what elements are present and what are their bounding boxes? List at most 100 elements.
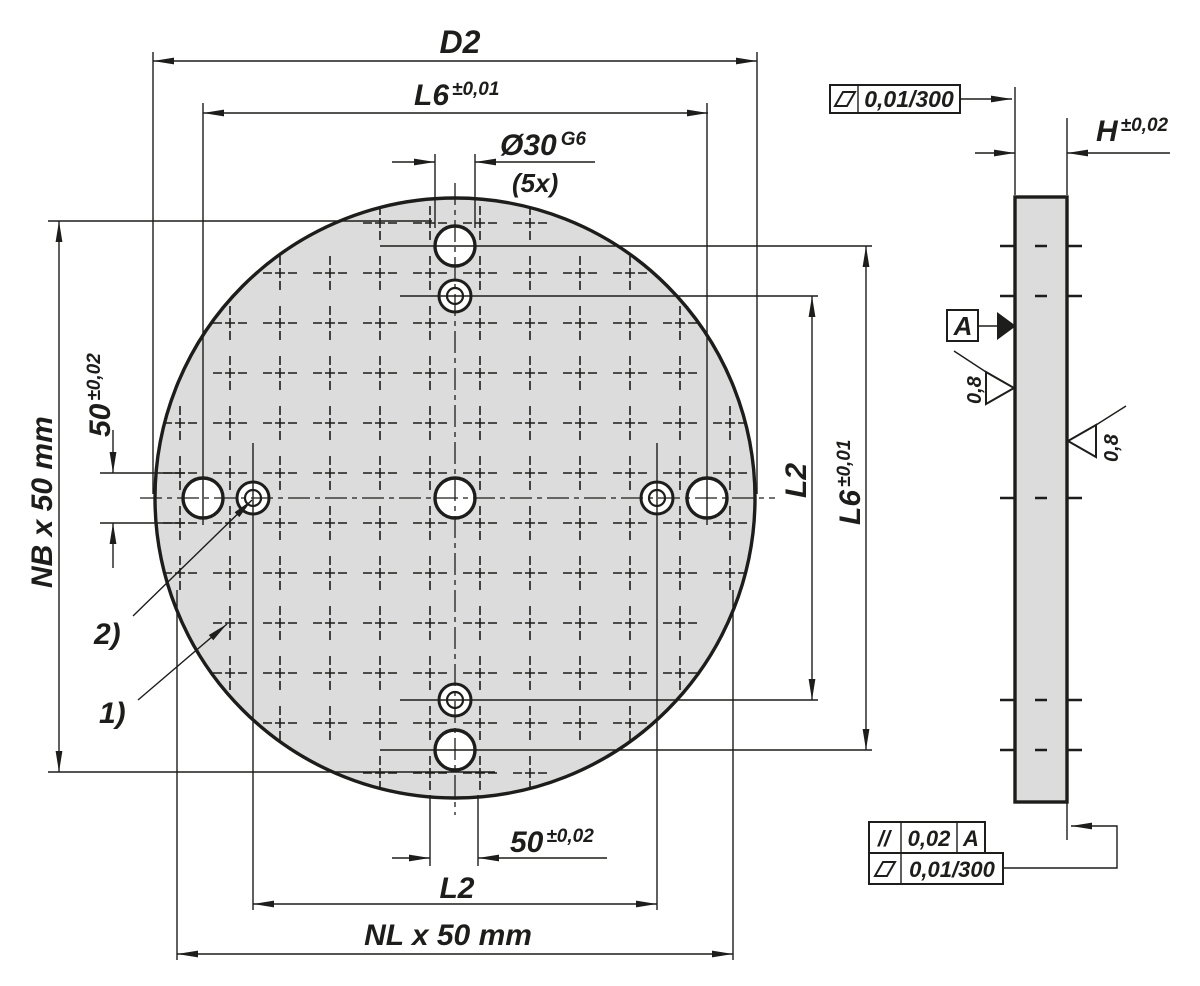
- grid-cross: [513, 756, 547, 790]
- note-1-label: 1): [99, 697, 126, 730]
- bushing-right: [639, 480, 675, 516]
- grid-cross: [213, 556, 247, 590]
- parallelism-icon: //: [877, 826, 893, 851]
- dim-h: H±0,02: [975, 87, 1170, 195]
- grid-cross: [213, 306, 247, 340]
- grid-cross: [263, 256, 297, 290]
- bushing-bottom: [437, 682, 473, 718]
- grid-cross: [613, 356, 647, 390]
- grid-cross: [313, 356, 347, 390]
- grid-cross: [263, 456, 297, 490]
- grid-cross: [413, 756, 447, 790]
- grid-cross: [413, 706, 447, 740]
- grid-cross: [463, 606, 497, 640]
- grid-cross: [213, 406, 247, 440]
- datum-a: A: [946, 309, 1016, 342]
- grid-cross: [663, 406, 697, 440]
- grid-cross: [463, 756, 497, 790]
- grid-cross: [363, 656, 397, 690]
- note-1-leader: [137, 623, 228, 701]
- grid-cross: [363, 406, 397, 440]
- grid-cross: [663, 606, 697, 640]
- side-view: 0,01/300 H±0,02 A 0,8: [829, 84, 1170, 885]
- grid-cross: [313, 456, 347, 490]
- dim-l2-right-label: L2: [780, 463, 813, 498]
- grid-cross: [413, 606, 447, 640]
- dim-h-label: H±0,02: [1096, 115, 1169, 148]
- grid-cross: [563, 706, 597, 740]
- grid-cross: [363, 456, 397, 490]
- flatness-icon: [873, 861, 897, 877]
- grid-cross: [563, 456, 597, 490]
- grid-cross: [363, 306, 397, 340]
- tolerance-leader: [1003, 822, 1118, 869]
- datum-triangle-icon: [997, 312, 1016, 340]
- grid-cross: [463, 456, 497, 490]
- grid-cross: [263, 556, 297, 590]
- grid-cross: [363, 206, 397, 240]
- grid-cross: [213, 456, 247, 490]
- note-2-leader: [132, 499, 253, 617]
- flatness-icon: [833, 91, 857, 107]
- roughness-right-value: 0,8: [1101, 433, 1123, 462]
- grid-cross: [313, 606, 347, 640]
- grid-cross: [513, 706, 547, 740]
- grid-cross: [413, 356, 447, 390]
- grid-cross: [463, 706, 497, 740]
- grid-cross: [563, 656, 597, 690]
- grid-cross: [413, 506, 447, 540]
- grid-cross: [563, 606, 597, 640]
- grid-cross: [463, 306, 497, 340]
- grid-cross: [263, 306, 297, 340]
- grid-cross: [313, 506, 347, 540]
- grid-cross: [563, 506, 597, 540]
- grid-cross: [213, 506, 247, 540]
- grid-cross: [663, 556, 697, 590]
- parallelism-value: 0,02: [908, 826, 952, 851]
- grid-cross: [463, 556, 497, 590]
- grid-cross: [463, 206, 497, 240]
- grid-cross: [263, 406, 297, 440]
- grid-cross: [263, 356, 297, 390]
- dim-d2-label: D2: [440, 24, 481, 60]
- svg-text:NB x 50 mm: NB x 50 mm: [26, 416, 59, 588]
- svg-text:L2: L2: [780, 463, 813, 498]
- grid-cross: [563, 556, 597, 590]
- grid-cross: [363, 606, 397, 640]
- hole-center: [433, 476, 477, 520]
- grid-cross: [463, 506, 497, 540]
- holes: [181, 224, 729, 772]
- grid-cross: [463, 256, 497, 290]
- flatness-bottom-value: 0,01/300: [909, 857, 995, 882]
- grid-cross: [513, 506, 547, 540]
- svg-text:50±0,02: 50±0,02: [84, 353, 117, 437]
- grid-cross: [163, 406, 197, 440]
- roughness-left: 0,8: [953, 350, 1017, 406]
- roughness-right: 0,8: [1065, 405, 1127, 462]
- grid-cross: [213, 656, 247, 690]
- grid-cross: [513, 456, 547, 490]
- grid-cross: [613, 656, 647, 690]
- grid-cross: [313, 656, 347, 690]
- grid-cross: [513, 256, 547, 290]
- grid-cross: [513, 356, 547, 390]
- tolerance-frames-bottom: // 0,02 A 0,01/300: [868, 802, 1118, 885]
- grid-cross: [663, 506, 697, 540]
- dim-l2-bottom-label: L2: [439, 872, 474, 905]
- grid-cross: [313, 256, 347, 290]
- grid-cross: [263, 606, 297, 640]
- grid-cross: [613, 406, 647, 440]
- dimension-lines: [55, 57, 870, 958]
- grid-cross: [513, 206, 547, 240]
- dim-nl-label: NL x 50 mm: [364, 919, 532, 952]
- grid-cross: [413, 206, 447, 240]
- grid-cross: [613, 456, 647, 490]
- grid-cross: [413, 256, 447, 290]
- grid-cross: [363, 506, 397, 540]
- roughness-icon: [985, 370, 1017, 406]
- grid-cross: [713, 506, 747, 540]
- datum-a-label: A: [953, 311, 973, 341]
